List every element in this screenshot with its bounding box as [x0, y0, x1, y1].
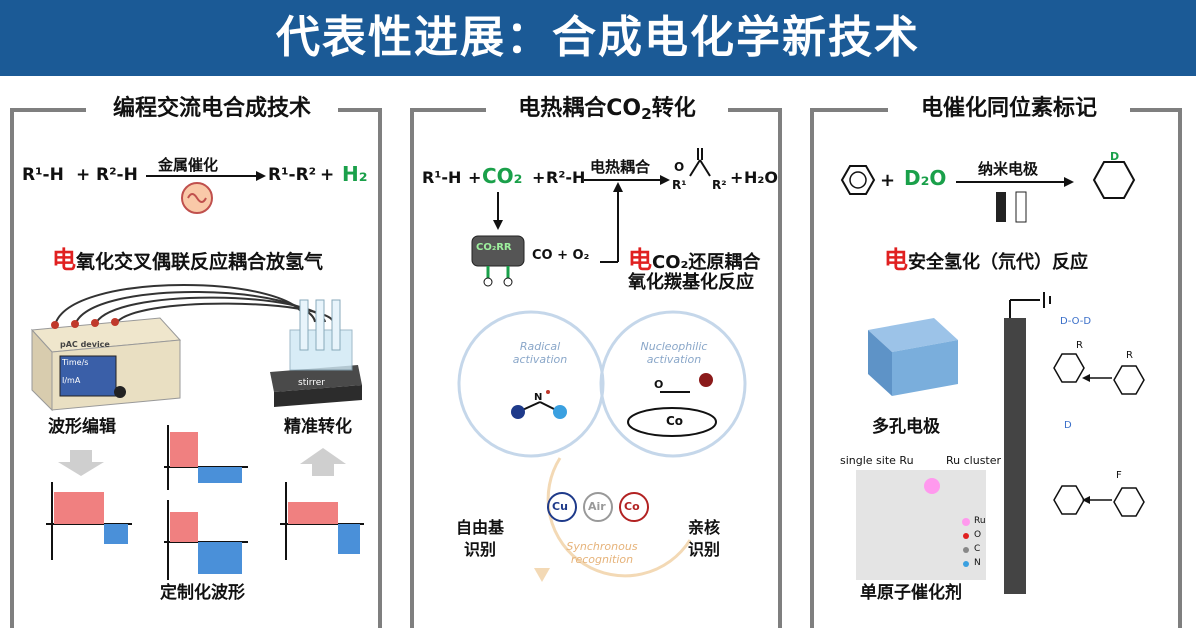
plus-sign-2: + [320, 165, 335, 185]
radical-recognition-1: 自由基 [456, 518, 505, 537]
d2o-molecule-label: D-O-D [1060, 316, 1092, 327]
single-atom-catalyst-label: 单原子催化剂 [860, 583, 962, 603]
deuteration-scheme [840, 161, 1145, 594]
nucleophilic-recognition-2: 识别 [688, 540, 721, 559]
reactant-r2h-2: R²-H [546, 168, 586, 187]
nucleophilic-recognition-1: 亲核 [688, 518, 721, 537]
deuterium-label-2: D [1064, 420, 1072, 431]
plus-b: + [532, 168, 546, 187]
metal-co: Co [624, 500, 640, 513]
panel-2-title-main: 电热耦合CO [518, 96, 642, 121]
panel-2-title-sub: 2 [641, 104, 652, 123]
water-product: H₂O [744, 168, 778, 187]
synchronous-recognition-label: Synchronous recognition [566, 540, 638, 566]
page-title: 代表性进展：合成电化学新技术 [276, 12, 920, 63]
plus-a: + [468, 168, 482, 187]
panel-2-title: 电热耦合CO2转化 [486, 92, 728, 126]
screen-current: I/mA [62, 376, 81, 385]
radical-activation-label: Radical activation [512, 340, 568, 366]
metal-cu: Cu [552, 500, 568, 513]
radical-recognition-2: 识别 [464, 540, 497, 559]
metal-air: Air [588, 500, 606, 513]
screen-time: Time/s [62, 358, 89, 367]
label-custom-waveform: 定制化波形 [160, 583, 245, 603]
legend-c: C [974, 544, 981, 554]
reactant-r1h-2: R¹-H [422, 168, 462, 187]
panel-3-headline: 电安全氢化（氘代）反应 [884, 240, 1088, 275]
headline-line-1: CO₂还原耦合 [652, 252, 761, 273]
legend-ru: Ru [974, 516, 986, 526]
arrow-label-electrothermal: 电热耦合 [590, 158, 651, 176]
deuterium-label: D [1110, 150, 1120, 163]
headline-prefix-3: 电 [884, 246, 908, 274]
legend-n: N [974, 558, 981, 568]
ac-device-illustration [30, 284, 362, 412]
ketone-r1: R¹ [672, 178, 687, 192]
fluorine-label: F [1116, 470, 1122, 481]
headline-text-3: 安全氢化（氘代）反应 [908, 252, 1088, 273]
plus-sign: + [76, 165, 91, 185]
single-site-ru-label: single site Ru [840, 454, 914, 467]
ru-cluster-label: Ru cluster [946, 454, 1002, 467]
porous-electrode-label: 多孔电极 [872, 417, 940, 437]
nucleophilic-activation-label: Nucleophilic activation [640, 340, 708, 366]
panel-1-headline: 电氧化交叉偶联反应耦合放氢气 [52, 240, 323, 275]
ketone-oxygen: O [674, 160, 685, 174]
r-group-label-2: R [1126, 350, 1133, 361]
headline-text: 氧化交叉偶联反应耦合放氢气 [76, 251, 324, 273]
label-precise-conversion: 精准转化 [284, 417, 352, 437]
arrow-label-nano-electrode: 纳米电极 [978, 160, 1039, 178]
device-label: pAC device [60, 340, 110, 349]
ketone-r2: R² [712, 178, 727, 192]
title-banner: 代表性进展：合成电化学新技术 [0, 0, 1196, 76]
co-o2-label: CO + O₂ [532, 248, 590, 263]
oxygen-label: O [654, 378, 664, 391]
headline-prefix-2: 电 [628, 246, 652, 274]
co2-reactant: CO₂ [482, 164, 523, 188]
legend-o: O [974, 530, 982, 540]
label-waveform-edit: 波形编辑 [48, 417, 116, 437]
d2o-reactant: D₂O [904, 166, 947, 190]
nitrogen-label: N [534, 392, 543, 403]
arrow-label-metal-catalysis: 金属催化 [158, 156, 219, 174]
panel-2-headline-1: 电CO₂还原耦合 [628, 240, 760, 275]
reactant-r1h: R¹-H [22, 165, 64, 185]
plus-c: + [730, 168, 744, 187]
co2rr-cell-label: CO₂RR [476, 242, 512, 253]
cobalt-label: Co [666, 414, 684, 428]
panel-3-title: 电催化同位素标记 [888, 92, 1130, 126]
panel-2-title-tail: 转化 [651, 96, 696, 121]
plus-d: + [880, 170, 896, 191]
panel-1-title: 编程交流电合成技术 [86, 92, 338, 126]
co2-reaction-scheme [457, 148, 747, 582]
stirrer-label: stirrer [298, 378, 325, 388]
headline-line-2: 氧化羰基化反应 [628, 272, 754, 293]
headline-prefix: 电 [52, 246, 76, 274]
product-r1r2: R¹-R² [268, 165, 317, 185]
reactant-r2h: R²-H [96, 165, 138, 185]
hydrogen-product: H₂ [342, 162, 368, 186]
waveform-plots [46, 425, 364, 580]
reaction-arrow-1 [146, 171, 266, 214]
r-group-label: R [1076, 340, 1083, 351]
